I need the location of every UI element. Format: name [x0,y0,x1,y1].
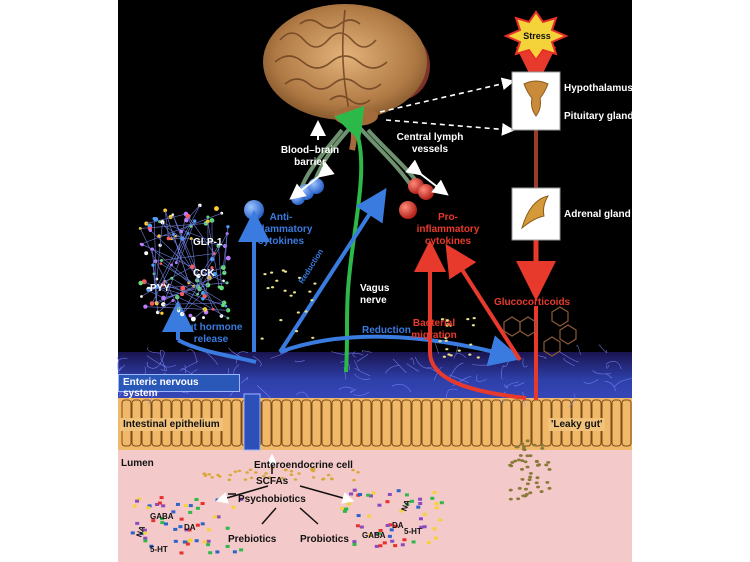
enteroendocrine-cell [243,393,261,451]
lumen-label: Lumen [121,458,154,469]
gaba-right-label: GABA [362,531,386,540]
anti-label-3: cytokines [257,236,305,247]
pyy-label: PYY [150,283,171,294]
vagus-nerve-line [334,105,365,373]
gaba-left-label: GABA [150,512,174,521]
vagus-label-1: Vagus [360,283,390,294]
gut-hormone-cluster [138,203,231,322]
vagus-label-2: nerve [360,295,387,306]
leaky-gut-label: 'Leaky gut' [548,418,606,431]
bbb-arrow [289,161,335,200]
lymph-arrow [405,159,449,196]
adrenal-label: Adrenal gland [564,209,631,220]
lymph-label-1: Central lymph [396,132,464,143]
cck-label: CCK [193,268,215,279]
pro-label-2: inflammatory [416,224,480,235]
psychobiotics-label: Psychobiotics [238,494,306,505]
anti-label-1: Anti- [269,212,293,223]
bacteria-particles [130,269,552,555]
enteric-label: Enteric nervous system [123,377,199,399]
da-left-label: DA [184,523,196,532]
scfas-label: SCFAs [256,476,289,487]
bacterial-label-2: migration [411,330,457,341]
glucocorticoid-molecules [503,306,577,357]
lymph-label-2: vessels [411,144,449,155]
enteroendocrine-label: Enteroendocrine cell [254,460,353,471]
prebiotics-label: Prebiotics [228,534,277,545]
pituitary-label: Pituitary gland [564,111,634,122]
lumen-arrows [215,453,355,525]
bbb-label-1: Blood–brain [280,145,340,156]
bbb-label-2: barrier [294,157,326,168]
bacterial-label-1: Bacterial [412,318,456,329]
hypothalamus-label: Hypothalamus [564,83,633,94]
stress-label: Stress [523,31,551,41]
pro-label-1: Pro- [438,212,458,223]
gut-hormone-label-1: Gut hormone [179,322,243,333]
reduction-label-horizontal: Reduction [362,325,411,336]
anti-label-2: inflammatory [249,224,313,235]
glucocorticoids-label: Glucocorticoids [494,297,571,308]
pro-label-3: cytokines [424,236,472,247]
stress-burst [503,10,569,62]
anti-inflammatory-arrows [162,187,522,367]
ht-left-label: 5-HT [150,545,168,554]
da-right-label: DA [392,521,404,530]
enteric-label-box: Enteric nervous system [118,374,240,399]
glp1-label: GLP-1 [193,237,223,248]
brain [263,4,430,151]
dashed-arrow-pituitary [385,119,515,136]
pro-inflammatory-arrows [414,240,527,400]
dashed-arrow-hypothalamus [379,77,515,113]
epithelium-label: Intestinal epithelium [120,418,223,431]
probiotics-label: Probiotics [300,534,349,545]
gut-hormone-label-2: release [193,334,229,345]
ht-right-label: 5-HT [404,527,422,536]
